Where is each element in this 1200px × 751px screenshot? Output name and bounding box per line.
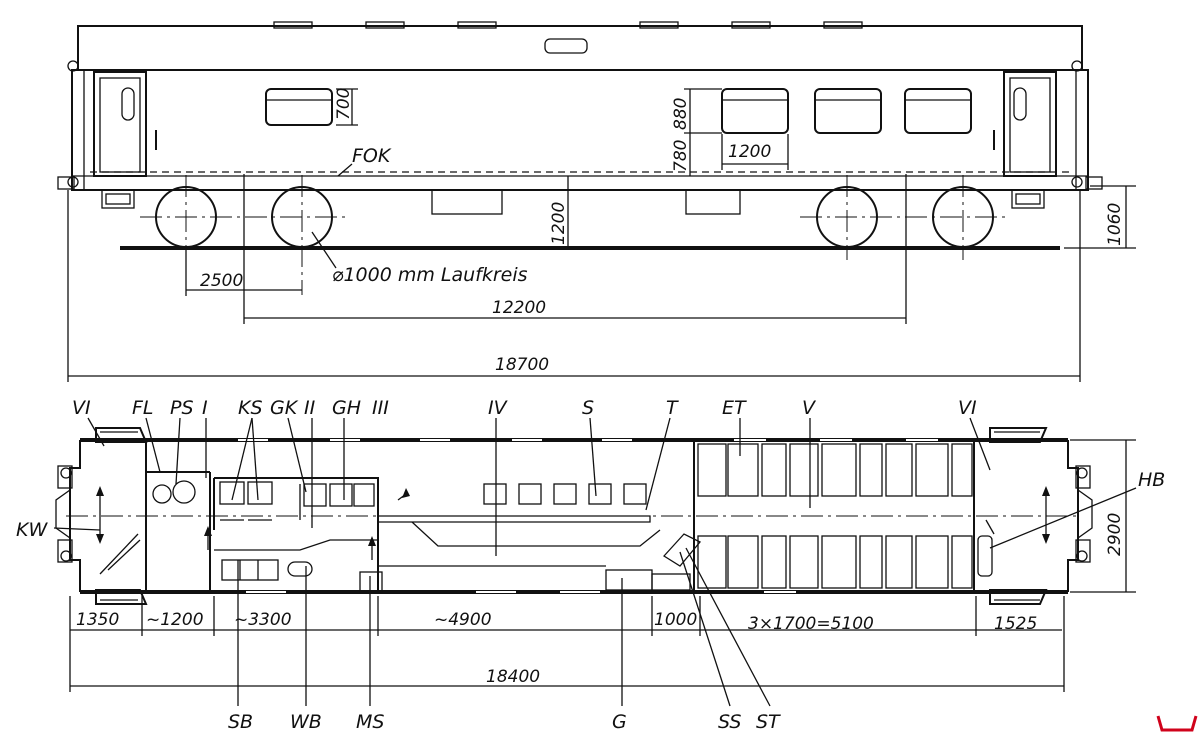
label-vi-right: VI (958, 397, 977, 419)
dim-1525: 1525 (994, 614, 1037, 634)
entry-steps (95, 427, 1048, 605)
g-cabinet (605, 569, 653, 591)
dim-4900: ~4900 (434, 610, 492, 630)
label-iii: III (372, 397, 389, 419)
dim-floor-height: 1200 (549, 202, 569, 245)
side-view: 700 880 780 1200 1200 1060 FOK (57, 21, 1136, 382)
side-view-dimensions: 700 880 780 1200 1200 1060 FOK (67, 88, 1136, 382)
toilet-ps (172, 480, 196, 504)
dim-bogie-wheelbase: 2500 (200, 271, 243, 291)
plan-view: VI FL PS I KS GK II GH III IV S T ET V V… (16, 397, 1165, 733)
dim-1000: 1000 (654, 610, 697, 630)
roof-hatch (544, 38, 588, 54)
buffers (55, 465, 1093, 563)
door-right (993, 71, 1057, 177)
dim-5100: 3×1700=5100 (748, 614, 874, 634)
side-windows (265, 88, 972, 134)
label-ms: MS (356, 711, 384, 733)
plan-dimensions: 1350 ~1200 ~3300 ~4900 1000 3×1700=5100 … (69, 439, 1136, 692)
label-t: T (666, 397, 679, 419)
label-hb: HB (1138, 469, 1165, 491)
door-arrows (96, 486, 1050, 560)
label-wb: WB (290, 711, 322, 733)
dim-window-height: 700 (334, 88, 354, 120)
dim-window-width: 1200 (728, 142, 771, 162)
label-ii: II (304, 397, 316, 419)
label-g: G (612, 711, 627, 733)
roof-outline (77, 25, 1083, 71)
label-fl: FL (132, 397, 154, 419)
plan-labels-top: VI FL PS I KS GK II GH III IV S T ET V V… (72, 397, 977, 419)
dim-step-height: 1060 (1105, 203, 1125, 246)
gk-gh-compartments (299, 483, 375, 520)
s-seats (483, 483, 647, 505)
end-right (1067, 440, 1079, 592)
wall-window-gaps (238, 439, 938, 593)
label-s: S (582, 397, 594, 419)
dim-window-height-right: 880 (671, 98, 691, 130)
leader-lines (53, 417, 1137, 707)
label-iv: IV (488, 397, 509, 419)
dim-length-over-body: 18400 (486, 667, 540, 687)
wheelsets (140, 175, 1010, 295)
label-ss: SS (718, 711, 741, 733)
door-left (93, 71, 157, 177)
sink-fl (152, 484, 172, 504)
end-left (69, 440, 81, 592)
label-et: ET (722, 397, 747, 419)
body-outline (71, 69, 1089, 191)
plan-labels-bottom: SB WB MS G SS ST (228, 711, 781, 733)
dim-width: 2900 (1105, 513, 1125, 556)
label-st: ST (756, 711, 781, 733)
label-vi-left: VI (72, 397, 91, 419)
dim-bogie-distance: 12200 (492, 298, 546, 318)
label-i: I (202, 397, 208, 419)
label-gk: GK (270, 397, 299, 419)
ks-racks (219, 481, 273, 521)
sb-wb-fixtures (214, 539, 383, 593)
label-ks: KS (238, 397, 263, 419)
passenger-seating (697, 443, 993, 589)
label-ps: PS (170, 397, 194, 419)
dim-1200: ~1200 (146, 610, 204, 630)
label-fok: FOK (352, 145, 392, 167)
dim-length-over-buffers: 18700 (495, 355, 549, 375)
dim-window-sill: 780 (671, 140, 691, 172)
dim-3300: ~3300 (234, 610, 292, 630)
label-gh: GH (332, 397, 361, 419)
underframe-box-2 (685, 189, 741, 215)
roof-vents (273, 21, 863, 29)
underframe-box-1 (431, 189, 503, 215)
dim-1350: 1350 (76, 610, 119, 630)
label-kw: KW (16, 519, 48, 541)
label-v: V (802, 397, 817, 419)
label-wheel-note: ⌀1000 mm Laufkreis (332, 264, 528, 286)
label-sb: SB (228, 711, 253, 733)
corner-mark (1156, 715, 1198, 732)
